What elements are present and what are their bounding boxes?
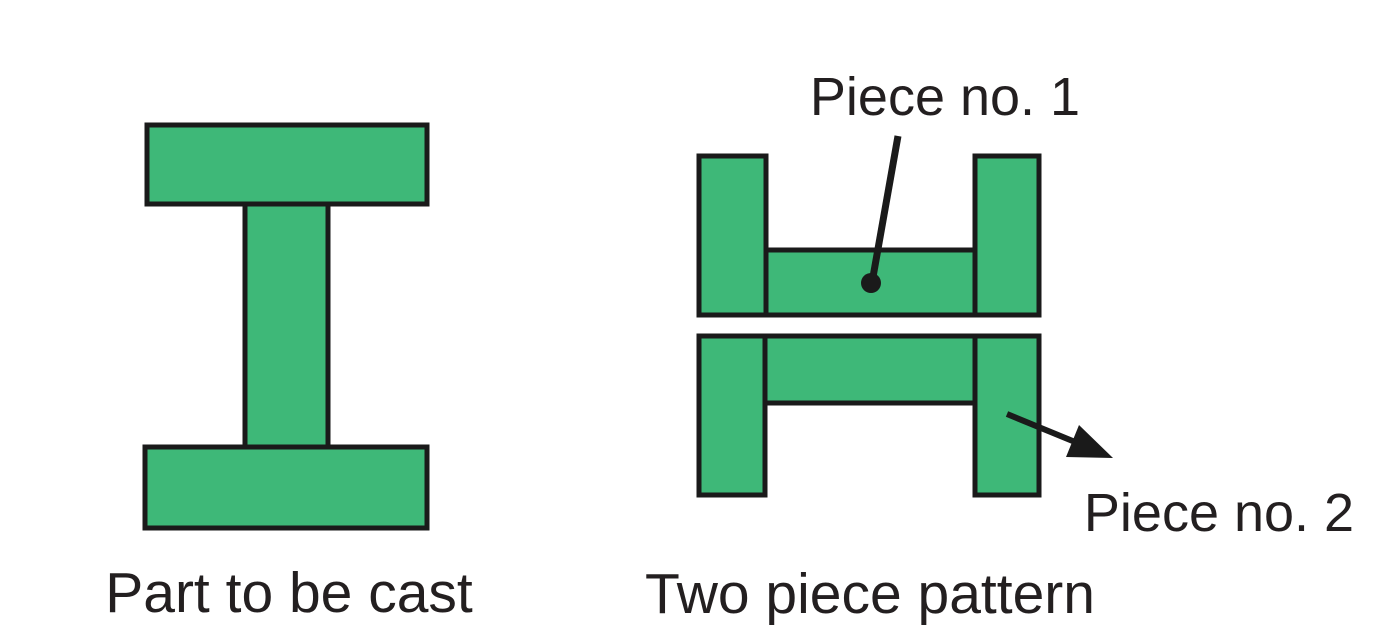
piece1-left-bar <box>696 153 769 318</box>
part-to-be-cast-caption: Part to be cast <box>105 561 473 625</box>
ibeam-bottom-flange <box>142 444 430 531</box>
piece2-cross-bar <box>762 333 978 406</box>
piece2-arrowhead-icon <box>1066 425 1113 458</box>
part-to-be-cast-figure: Part to be cast <box>105 122 473 625</box>
ibeam-top-flange <box>144 122 430 207</box>
piece2-label: Piece no. 2 <box>1084 483 1354 543</box>
ibeam-web <box>242 201 331 450</box>
piece2-left-bar <box>696 333 768 498</box>
piece1-leader-dot <box>861 273 881 293</box>
piece1-leader-line <box>869 135 902 278</box>
two-piece-pattern-caption: Two piece pattern <box>645 562 1095 626</box>
piece1-right-bar <box>972 153 1042 318</box>
piece1-label: Piece no. 1 <box>810 67 1080 127</box>
two-piece-pattern-figure: Piece no. 1 Piece no. 2 Two piece patter… <box>645 67 1354 626</box>
piece2-shape <box>696 333 1042 498</box>
piece2-arrow-line <box>1005 411 1082 447</box>
